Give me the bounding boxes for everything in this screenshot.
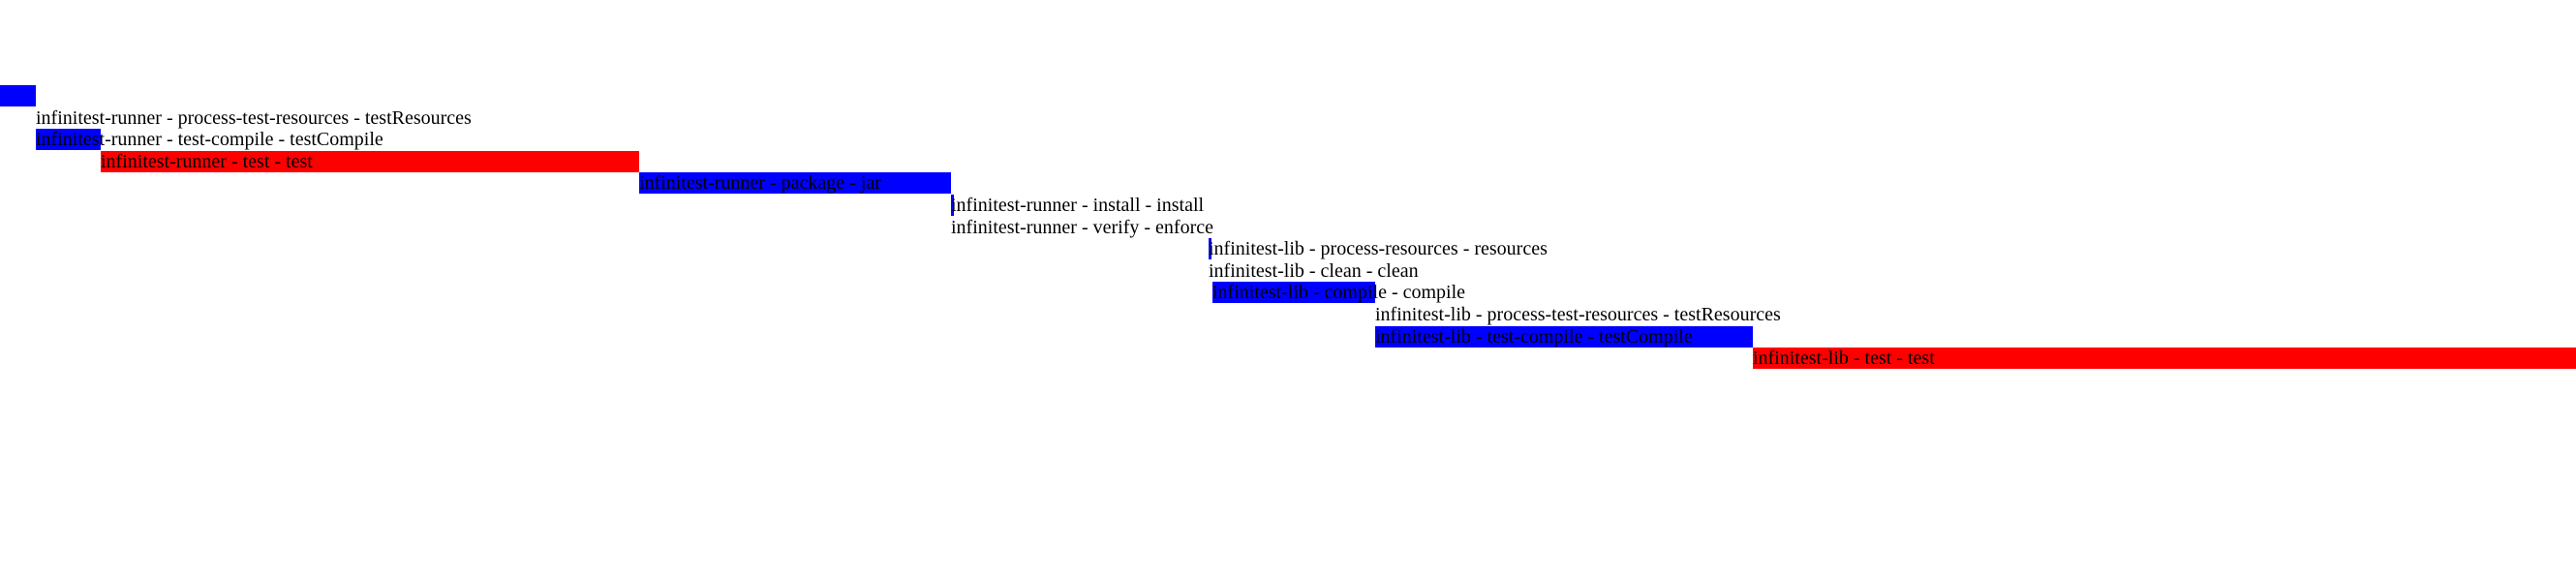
task-bar — [639, 172, 951, 195]
task-row: infinitest-runner - test-compile - testC… — [0, 129, 2576, 151]
task-row: infinitest-lib - test - test — [0, 348, 2576, 370]
task-row: infinitest-lib - test-compile - testComp… — [0, 325, 2576, 348]
task-label: infinitest-runner - install - install — [951, 195, 1205, 216]
task-bar — [36, 129, 101, 151]
task-label: infinitest-runner - test-compile - testC… — [36, 129, 383, 151]
task-row: infinitest-runner - package - jar — [0, 172, 2576, 195]
task-row: infinitest-lib - compile - compile — [0, 282, 2576, 304]
task-row: infinitest-runner - test - test — [0, 150, 2576, 172]
task-label: infinitest-lib - clean - clean — [1209, 259, 1419, 282]
task-row: infinitest-runner - verify - enforce — [0, 217, 2576, 238]
task-bar — [1375, 325, 1753, 348]
task-label: infinitest-lib - process-resources - res… — [1209, 238, 1548, 260]
task-bar — [1753, 348, 2576, 370]
task-bar — [951, 195, 954, 216]
task-bar — [1209, 238, 1211, 260]
task-label: infinitest-runner - test - test — [101, 150, 313, 172]
task-label: infinitest-lib - process-test-resources … — [1375, 304, 1781, 325]
task-row: infinitest-lib - process-test-resources … — [0, 304, 2576, 325]
task-row: infinitest-lib - clean - clean — [0, 260, 2576, 282]
task-row: infinitest-runner - install - install — [0, 195, 2576, 216]
task-row — [0, 85, 2576, 106]
task-row: infinitest-runner - process-test-resourc… — [0, 107, 2576, 129]
task-row: infinitest-lib - process-resources - res… — [0, 238, 2576, 260]
task-label: infinitest-lib - test-compile - testComp… — [1375, 325, 1693, 348]
task-label: infinitest-runner - package - jar — [639, 172, 881, 195]
task-bar — [101, 150, 639, 172]
task-bar — [1212, 282, 1375, 304]
task-label: infinitest-lib - test - test — [1753, 348, 1935, 370]
task-bar — [0, 85, 36, 106]
task-label: infinitest-lib - compile - compile — [1212, 282, 1466, 304]
task-label: infinitest-runner - verify - enforce — [951, 216, 1213, 238]
task-label: infinitest-runner - process-test-resourc… — [36, 106, 472, 129]
